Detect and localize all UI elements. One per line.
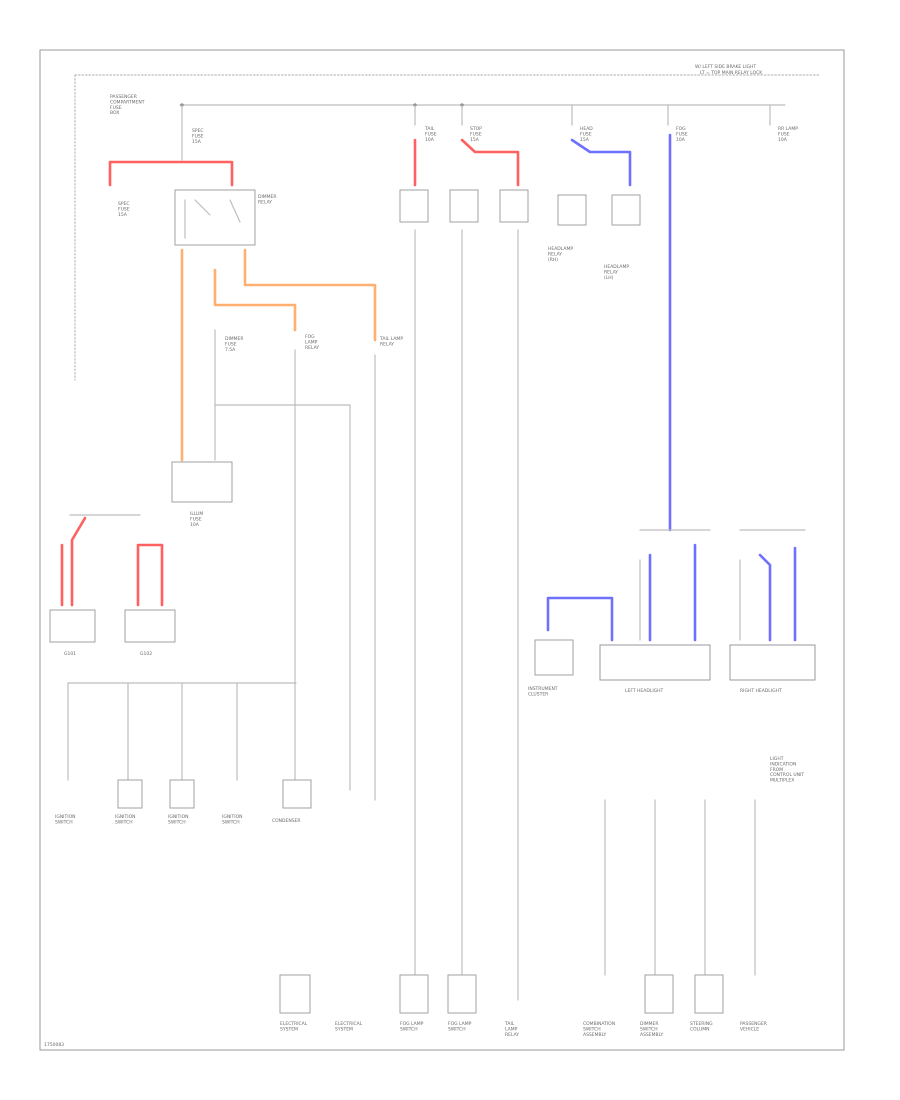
footer-code: 1750083	[44, 1042, 64, 1048]
red-wire-left-relay-1	[60, 516, 87, 607]
blue-wire-headlamp-relay	[570, 138, 632, 187]
header-note-line-2: LT = TOP MAIN RELAY LOCK	[700, 70, 763, 76]
blue-wire-right-headlight-a	[758, 553, 772, 642]
tail-lamp-module	[171, 461, 233, 503]
right-headlight-label: RIGHT HEADLIGHT	[740, 688, 782, 694]
header-note: W/ LEFT SIDE BRAKE LIGHT LT = TOP MAIN R…	[695, 64, 763, 76]
red-wire-fuse-to-dimmer	[108, 160, 234, 187]
vertical-wires	[214, 229, 519, 1001]
instrument-cluster-box	[534, 639, 574, 676]
ground-label-1: G102	[140, 651, 152, 657]
blue-wire-cluster	[546, 596, 614, 642]
bottom-right-wires	[604, 799, 756, 976]
header-note-line-1: W/ LEFT SIDE BRAKE LIGHT	[695, 64, 756, 70]
dimmer-relay-box	[174, 189, 256, 246]
fuse-drops	[181, 104, 771, 161]
head-relay-box-2	[499, 189, 529, 223]
orange-wire-tail-relay	[243, 248, 377, 342]
left-relay-box-1	[49, 609, 96, 643]
headlight-side-wires	[639, 559, 741, 641]
left-relay-box-2	[124, 609, 176, 643]
orange-wire-fog-relay	[213, 268, 297, 332]
ground-label-0: G101	[64, 651, 76, 657]
headlamp-relay-rh-box	[557, 194, 587, 226]
bottom-left-drops	[67, 682, 238, 781]
red-wire-head	[460, 138, 520, 187]
headlamp-relay-lh-box	[611, 194, 641, 226]
left-headlight-label: LEFT HEADLIGHT	[625, 688, 664, 694]
bottom-left-components	[117, 779, 312, 809]
stop-relay-box	[399, 189, 429, 223]
right-headlight-frame	[729, 644, 816, 681]
diagram-frame	[39, 49, 845, 1051]
bottom-components	[279, 974, 724, 1014]
left-headlight-frame	[599, 644, 711, 681]
bottom-label-4: CONDENSER	[272, 818, 301, 824]
head-relay-box	[449, 189, 479, 223]
red-wire-left-relay-2	[136, 543, 164, 607]
